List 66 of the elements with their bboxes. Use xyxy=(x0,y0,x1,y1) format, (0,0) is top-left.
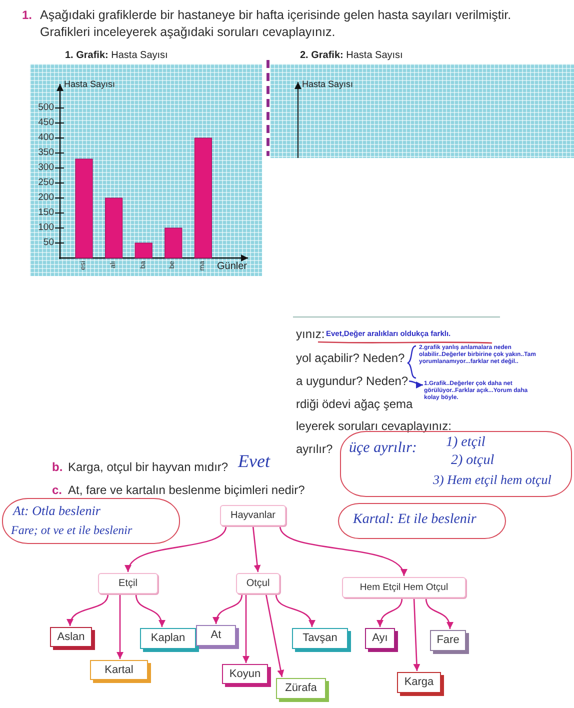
category-box: Otçul xyxy=(236,573,280,594)
arrow xyxy=(279,526,406,576)
category-box: Etçil xyxy=(98,573,158,594)
question-number: c. xyxy=(52,483,62,498)
arrow xyxy=(265,594,284,678)
arrow xyxy=(275,594,314,628)
handwritten-note: 2) otçul xyxy=(451,453,494,470)
handwritten-note: 1) etçil xyxy=(446,435,486,452)
tick-label: 50 xyxy=(42,237,54,248)
arrow xyxy=(425,598,453,630)
arrow xyxy=(213,594,243,624)
tick-label: 350 xyxy=(37,147,54,158)
question-text: rdiği ödevi ağaç şema xyxy=(296,397,413,412)
answer-bubble xyxy=(2,498,180,544)
question-text: leyerek soruları cevaplayınız: xyxy=(296,419,452,434)
question-text: Aşağıdaki grafiklerde bir hastaneye bir hafta içerisinde gelen hasta sayıları verilmiştir. Grafikleri inceleyerek aşağıdaki soruları cevaplayınız. xyxy=(40,7,512,41)
answer-bubble xyxy=(338,503,506,539)
arrow xyxy=(242,594,250,663)
tick-label: 300 xyxy=(37,162,54,174)
arrow xyxy=(413,598,420,672)
tick-label: 450 xyxy=(37,117,54,128)
handwritten-note: Fare; ot ve et ile beslenir xyxy=(11,523,132,538)
arrow xyxy=(116,594,124,659)
animal-box: Tavşan xyxy=(292,628,348,649)
question-text: At, fare ve kartalın beslenme biçimleri nedir? xyxy=(68,483,305,498)
arrow xyxy=(377,598,403,628)
chart-title: 2. Grafik: Hasta Sayısı xyxy=(300,50,403,62)
handwritten-note: Kartal: Et ile beslenir xyxy=(353,512,476,529)
tick-label: 500 xyxy=(37,102,54,114)
axis-label: Günler xyxy=(217,261,248,273)
animal-box: Kaplan xyxy=(140,628,196,649)
animal-box: Zürafa xyxy=(276,678,326,699)
tick-label: 400 xyxy=(37,132,54,144)
animal-box: At xyxy=(196,625,236,646)
animal-box: Ayı xyxy=(365,628,395,649)
animal-box: Koyun xyxy=(222,664,268,684)
animal-box: Kartal xyxy=(90,660,148,680)
category-box: Hayvanlar xyxy=(220,505,286,526)
handwritten-note: Evet xyxy=(238,451,270,473)
question-number: 1. xyxy=(22,8,32,22)
animal-box: Aslan xyxy=(50,627,92,647)
question-number: b. xyxy=(52,460,63,474)
arrow xyxy=(126,526,227,572)
tick-label: 100 xyxy=(37,222,54,234)
arrow xyxy=(135,594,165,628)
question-text: Karga, otçul bir hayvan mıdır? xyxy=(68,460,228,474)
question-text: yınız: xyxy=(296,327,325,342)
handwritten-note: 3) Hem etçil hem otçul xyxy=(433,472,552,488)
tick-label: 150 xyxy=(37,207,54,218)
handwritten-note: üçe ayrılır: xyxy=(349,439,417,457)
handwritten-note: At: Otla beslenir xyxy=(13,503,100,519)
arrow xyxy=(252,526,261,572)
answer-bubble xyxy=(340,431,572,497)
question-text: yol açabilir? Neden? xyxy=(296,351,405,366)
question-text: ayrılır? xyxy=(296,442,333,456)
arrow xyxy=(68,594,109,626)
axis-label: Hasta Sayısı xyxy=(64,79,116,90)
question-text: a uygundur? Neden? xyxy=(296,374,408,388)
animal-box: Karga xyxy=(397,672,441,693)
category-box: Hem Etçil Hem Otçul xyxy=(342,577,466,598)
animal-box: Fare xyxy=(430,630,466,651)
axis-label: Hasta Sayısı xyxy=(302,79,354,90)
tick-label: 250 xyxy=(37,177,54,188)
chart-title: 1. Grafik: Hasta Sayısı xyxy=(65,50,168,62)
tick-label: 200 xyxy=(37,192,54,204)
arrow xyxy=(409,380,424,388)
